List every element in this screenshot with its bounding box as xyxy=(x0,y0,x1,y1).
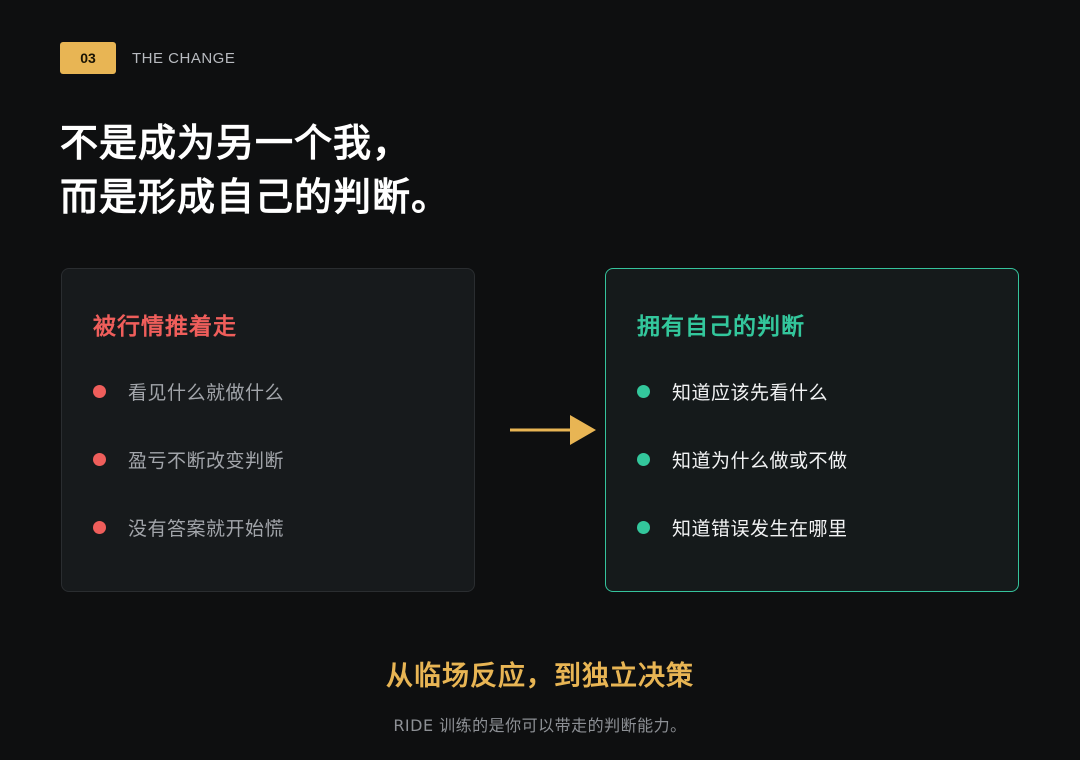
red-dot-icon xyxy=(93,384,106,398)
list-item: 知道为什么做或不做 xyxy=(637,441,848,477)
section-header: 03 THE CHANGE xyxy=(60,42,235,74)
footer-subtitle: RIDE 训练的是你可以带走的判断能力。 xyxy=(393,716,687,735)
list-item: 没有答案就开始慌 xyxy=(93,509,284,545)
after-card-title: 拥有自己的判断 xyxy=(637,314,805,340)
page-title-line-1: 不是成为另一个我， xyxy=(60,121,412,165)
green-dot-icon xyxy=(637,520,650,534)
arrow-right-icon xyxy=(510,415,596,445)
footer-headline: 从临场反应，到独立决策 xyxy=(386,661,694,692)
list-item: 知道应该先看什么 xyxy=(637,373,848,409)
before-list: 看见什么就做什么 盈亏不断改变判断 没有答案就开始慌 xyxy=(93,373,284,577)
before-card: 被行情推着走 看见什么就做什么 盈亏不断改变判断 没有答案就开始慌 xyxy=(61,268,475,592)
green-dot-icon xyxy=(637,384,650,398)
list-item-text: 没有答案就开始慌 xyxy=(128,517,285,540)
list-item: 知道错误发生在哪里 xyxy=(637,509,848,545)
green-dot-icon xyxy=(637,452,650,466)
list-item: 盈亏不断改变判断 xyxy=(93,441,284,477)
list-item-text: 知道为什么做或不做 xyxy=(672,449,848,472)
list-item-text: 盈亏不断改变判断 xyxy=(128,449,285,472)
after-card: 拥有自己的判断 知道应该先看什么 知道为什么做或不做 知道错误发生在哪里 xyxy=(605,268,1019,592)
list-item-text: 看见什么就做什么 xyxy=(128,381,285,404)
section-eyebrow: THE CHANGE xyxy=(132,49,236,67)
list-item-text: 知道错误发生在哪里 xyxy=(672,517,848,540)
section-number-badge: 03 xyxy=(60,42,116,74)
list-item: 看见什么就做什么 xyxy=(93,373,284,409)
page-title-line-2: 而是形成自己的判断。 xyxy=(60,175,451,219)
red-dot-icon xyxy=(93,520,106,534)
page-title: 不是成为另一个我， 而是形成自己的判断。 xyxy=(60,116,450,224)
before-card-title: 被行情推着走 xyxy=(93,314,237,340)
list-item-text: 知道应该先看什么 xyxy=(672,381,829,404)
red-dot-icon xyxy=(93,452,106,466)
after-list: 知道应该先看什么 知道为什么做或不做 知道错误发生在哪里 xyxy=(637,373,848,577)
